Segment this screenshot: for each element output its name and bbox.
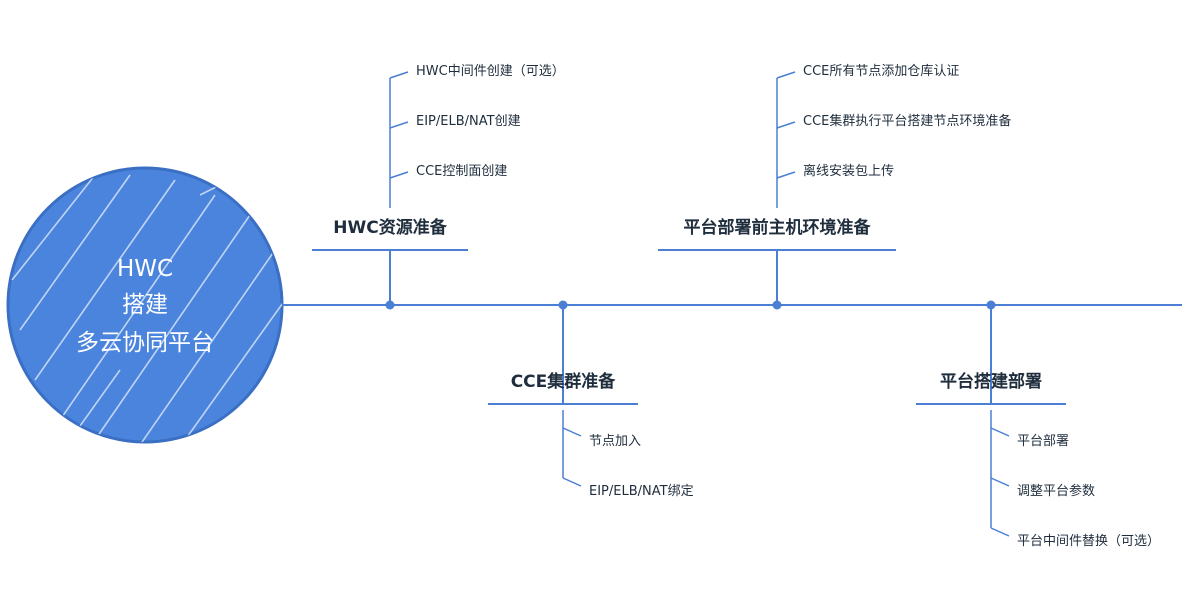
branch-item: 平台中间件替换（可选） (1017, 534, 1160, 549)
branch-item: 节点加入 (589, 434, 641, 449)
branch-item: CCE所有节点添加仓库认证 (803, 63, 959, 79)
branch-item: 调整平台参数 (1017, 483, 1095, 499)
branch-item: CCE控制面创建 (416, 164, 507, 179)
branch-hwc-resource: HWC资源准备 HWC中间件创建（可选） EIP/ELB/NAT创建 CCE控制… (312, 64, 565, 310)
branch-platform-deploy: 平台搭建部署 平台部署 调整平台参数 平台中间件替换（可选） (916, 300, 1160, 549)
timeline-node (772, 300, 782, 310)
branch-title: 平台搭建部署 (940, 371, 1042, 392)
center-line-2: 搭建 (122, 292, 168, 318)
timeline-node (385, 300, 395, 310)
branch-item: 平台部署 (1017, 434, 1069, 449)
branch-title: HWC资源准备 (333, 217, 447, 238)
center-line-1: HWC (117, 256, 173, 282)
branch-title: CCE集群准备 (511, 371, 617, 392)
timeline-node (986, 300, 996, 310)
center-line-3: 多云协同平台 (76, 330, 214, 356)
branch-item: EIP/ELB/NAT创建 (416, 114, 521, 129)
timeline-node (558, 300, 568, 310)
branch-item: 离线安装包上传 (803, 163, 894, 179)
branch-item: EIP/ELB/NAT绑定 (589, 484, 694, 499)
central-node: HWC 搭建 多云协同平台 (6, 166, 284, 444)
branch-item: CCE集群执行平台搭建节点环境准备 (803, 113, 1011, 129)
branch-cce-cluster: CCE集群准备 节点加入 EIP/ELB/NAT绑定 (488, 300, 694, 499)
branch-title: 平台部署前主机环境准备 (684, 217, 872, 238)
branch-item: HWC中间件创建（可选） (416, 64, 565, 79)
branch-host-env: 平台部署前主机环境准备 CCE所有节点添加仓库认证 CCE集群执行平台搭建节点环… (658, 63, 1011, 310)
